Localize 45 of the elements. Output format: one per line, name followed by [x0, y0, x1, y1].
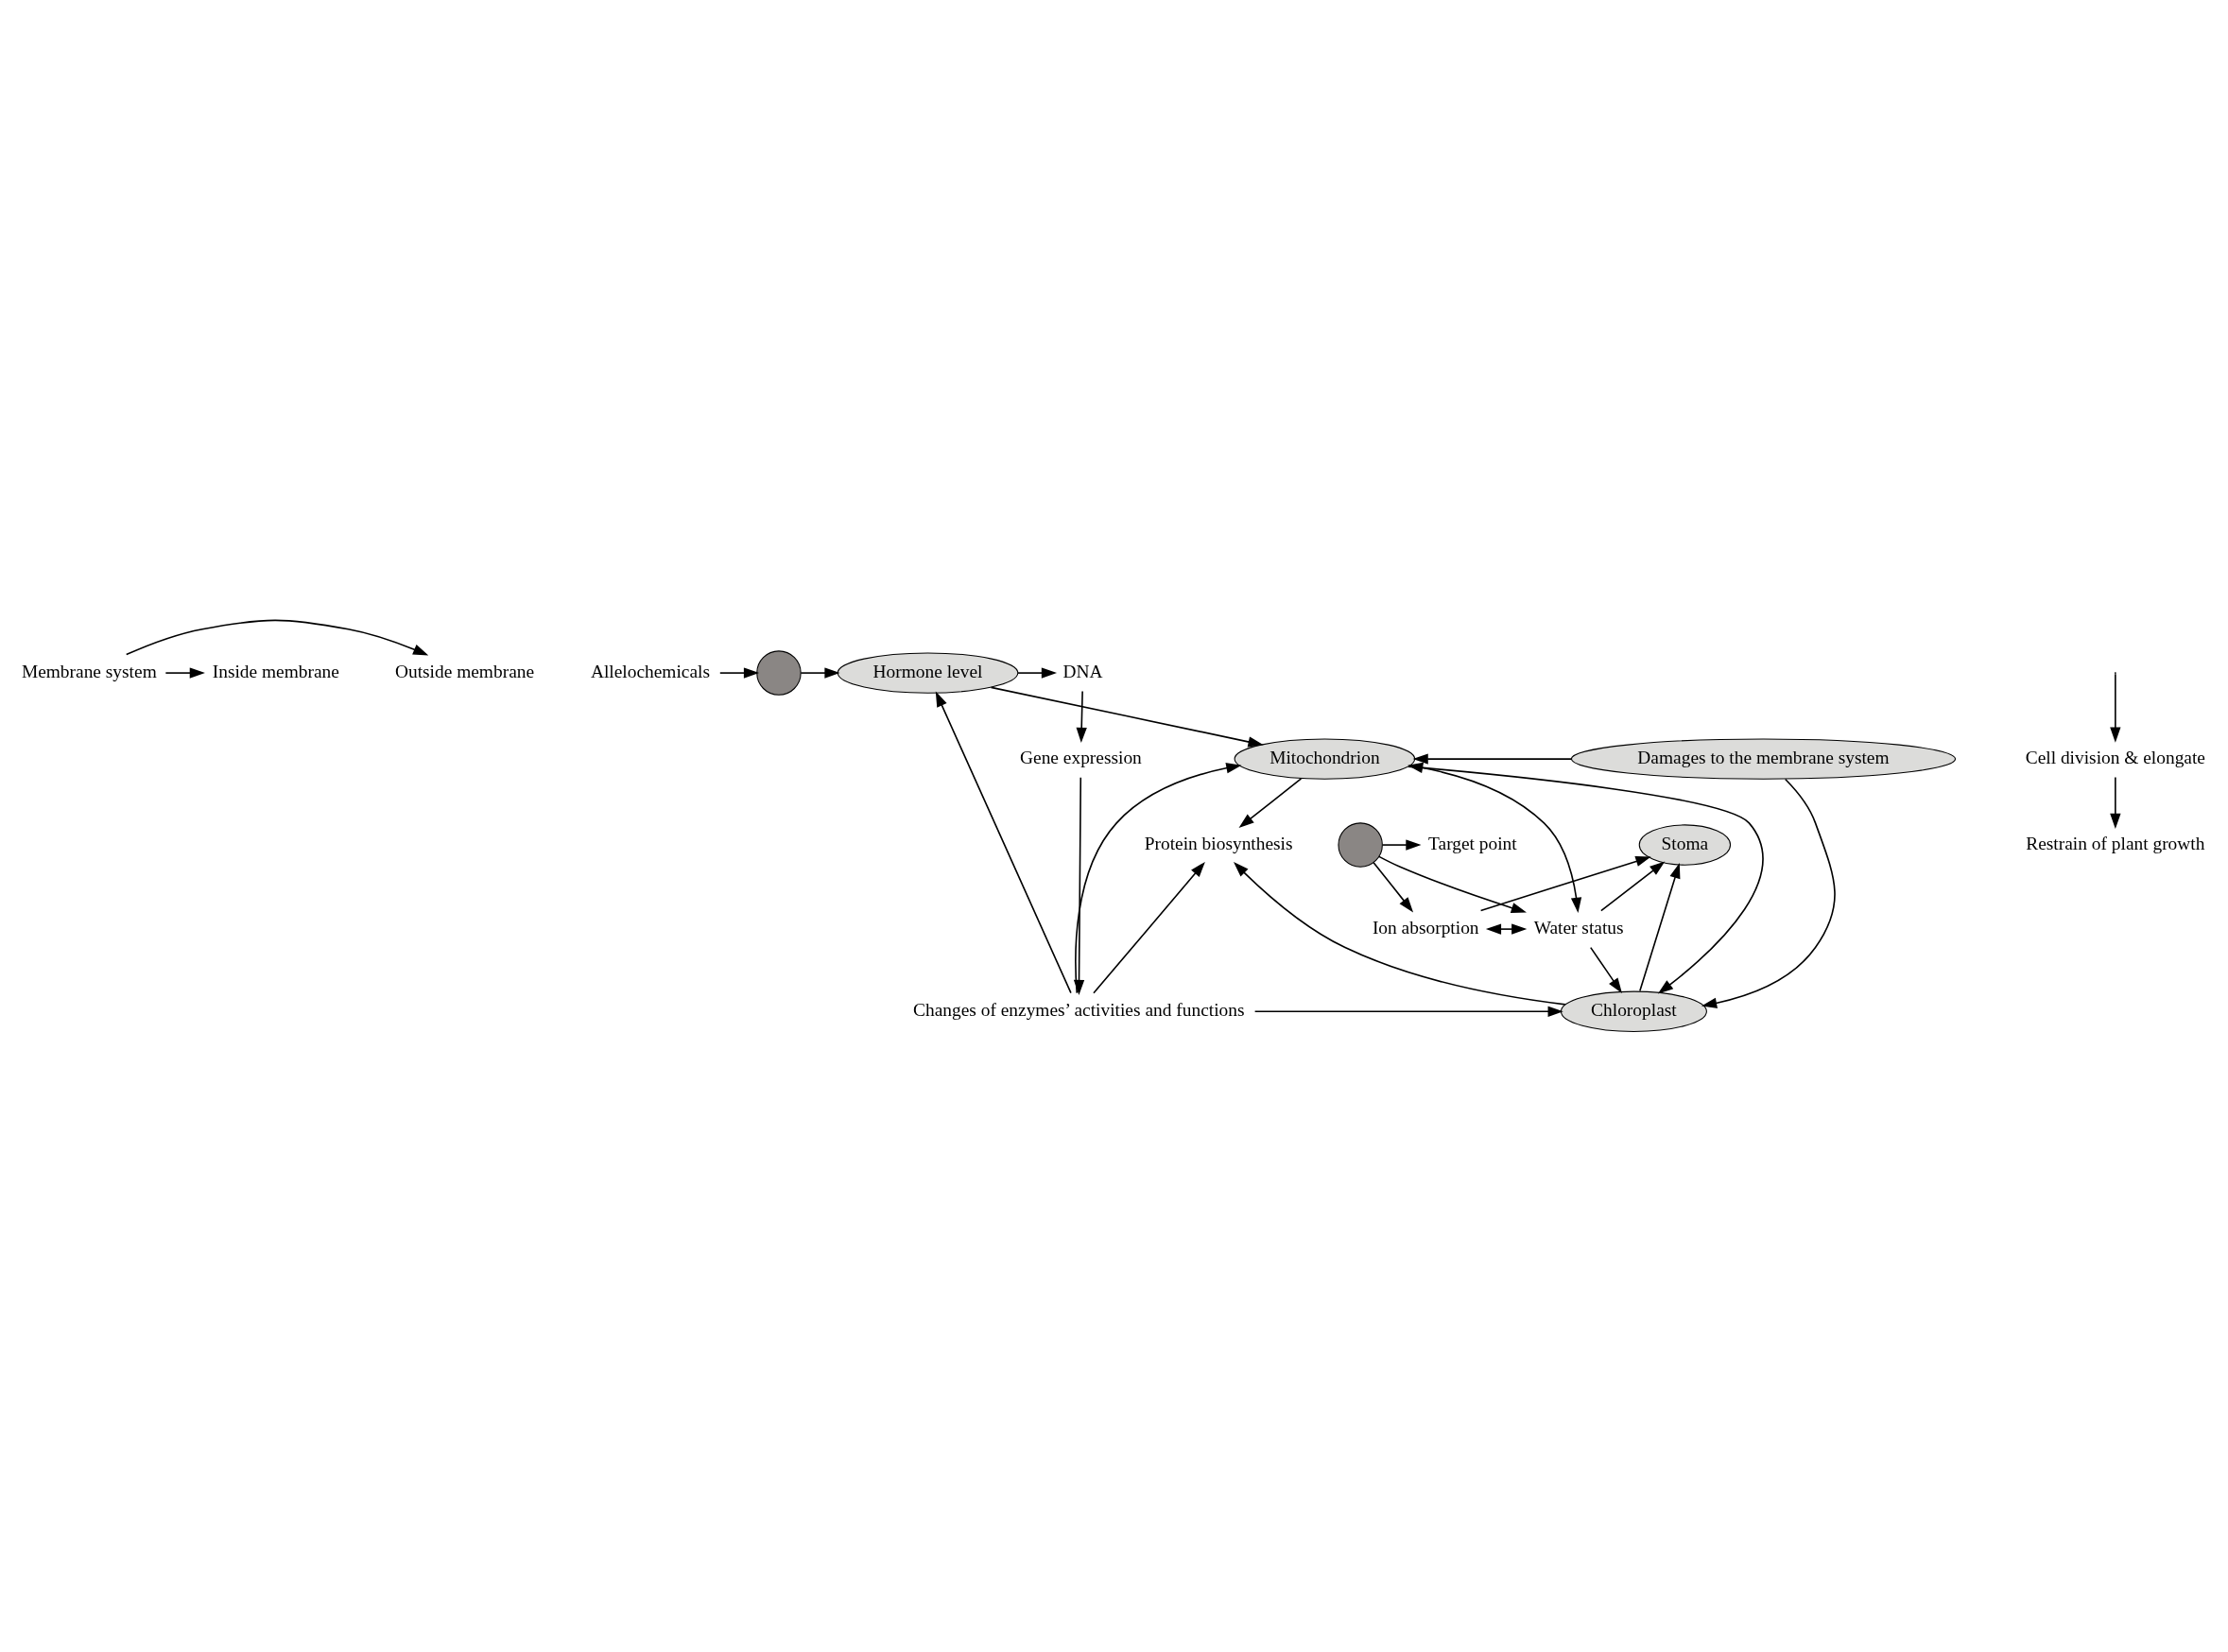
- arrow: [1701, 778, 1836, 1008]
- node-circle: [1338, 822, 1383, 868]
- arrow: [125, 619, 429, 656]
- node-text: Cell division & elongate: [2025, 747, 2205, 767]
- arrow: [1600, 861, 1666, 912]
- node-text: Membrane system: [21, 661, 157, 681]
- node-text: Outside membrane: [394, 661, 535, 681]
- arrow: [800, 667, 840, 679]
- arrow: [1093, 861, 1205, 994]
- node-ellipse: Hormone level: [837, 652, 1019, 694]
- arrow: [1378, 855, 1527, 914]
- node-ellipse: Stoma: [1638, 824, 1732, 866]
- node-circle: [756, 650, 802, 696]
- arrow: [2110, 673, 2121, 743]
- arrow: [164, 667, 205, 679]
- arrow: [1589, 946, 1622, 994]
- arrow: [1412, 753, 1572, 765]
- arrow: [1408, 766, 1764, 994]
- arrow: [1408, 762, 1582, 913]
- node-text: Restrain of plant growth: [2026, 833, 2205, 853]
- arrow: [1485, 923, 1528, 935]
- arrow: [1373, 861, 1414, 913]
- node-text: Changes of enzymes’ activities and functions: [913, 1000, 1245, 1021]
- node-text: Protein biosynthesis: [1144, 833, 1293, 853]
- node-ellipse: Chloroplast: [1560, 990, 1707, 1032]
- arrow: [2110, 776, 2121, 830]
- node-text: Water status: [1533, 917, 1624, 938]
- node-text: Gene expression: [1020, 747, 1142, 767]
- node-text: DNA: [1062, 661, 1103, 681]
- node-text: Ion absorption: [1372, 917, 1479, 938]
- arrow: [935, 691, 1072, 994]
- node-text: Allelochemicals: [590, 661, 710, 681]
- arrow: [1639, 863, 1681, 992]
- arrow: [1234, 862, 1566, 1006]
- arrow: [1238, 778, 1303, 829]
- arrow: [1479, 855, 1651, 912]
- arrow: [1253, 1006, 1563, 1017]
- arrow: [1017, 667, 1058, 679]
- arrow: [719, 667, 760, 679]
- arrow: [1076, 690, 1087, 744]
- arrow: [990, 686, 1264, 748]
- arrow: [1382, 839, 1422, 851]
- node-ellipse: Damages to the membrane system: [1570, 738, 1957, 780]
- node-text: Inside membrane: [212, 661, 339, 681]
- node-text: Target point: [1428, 833, 1517, 853]
